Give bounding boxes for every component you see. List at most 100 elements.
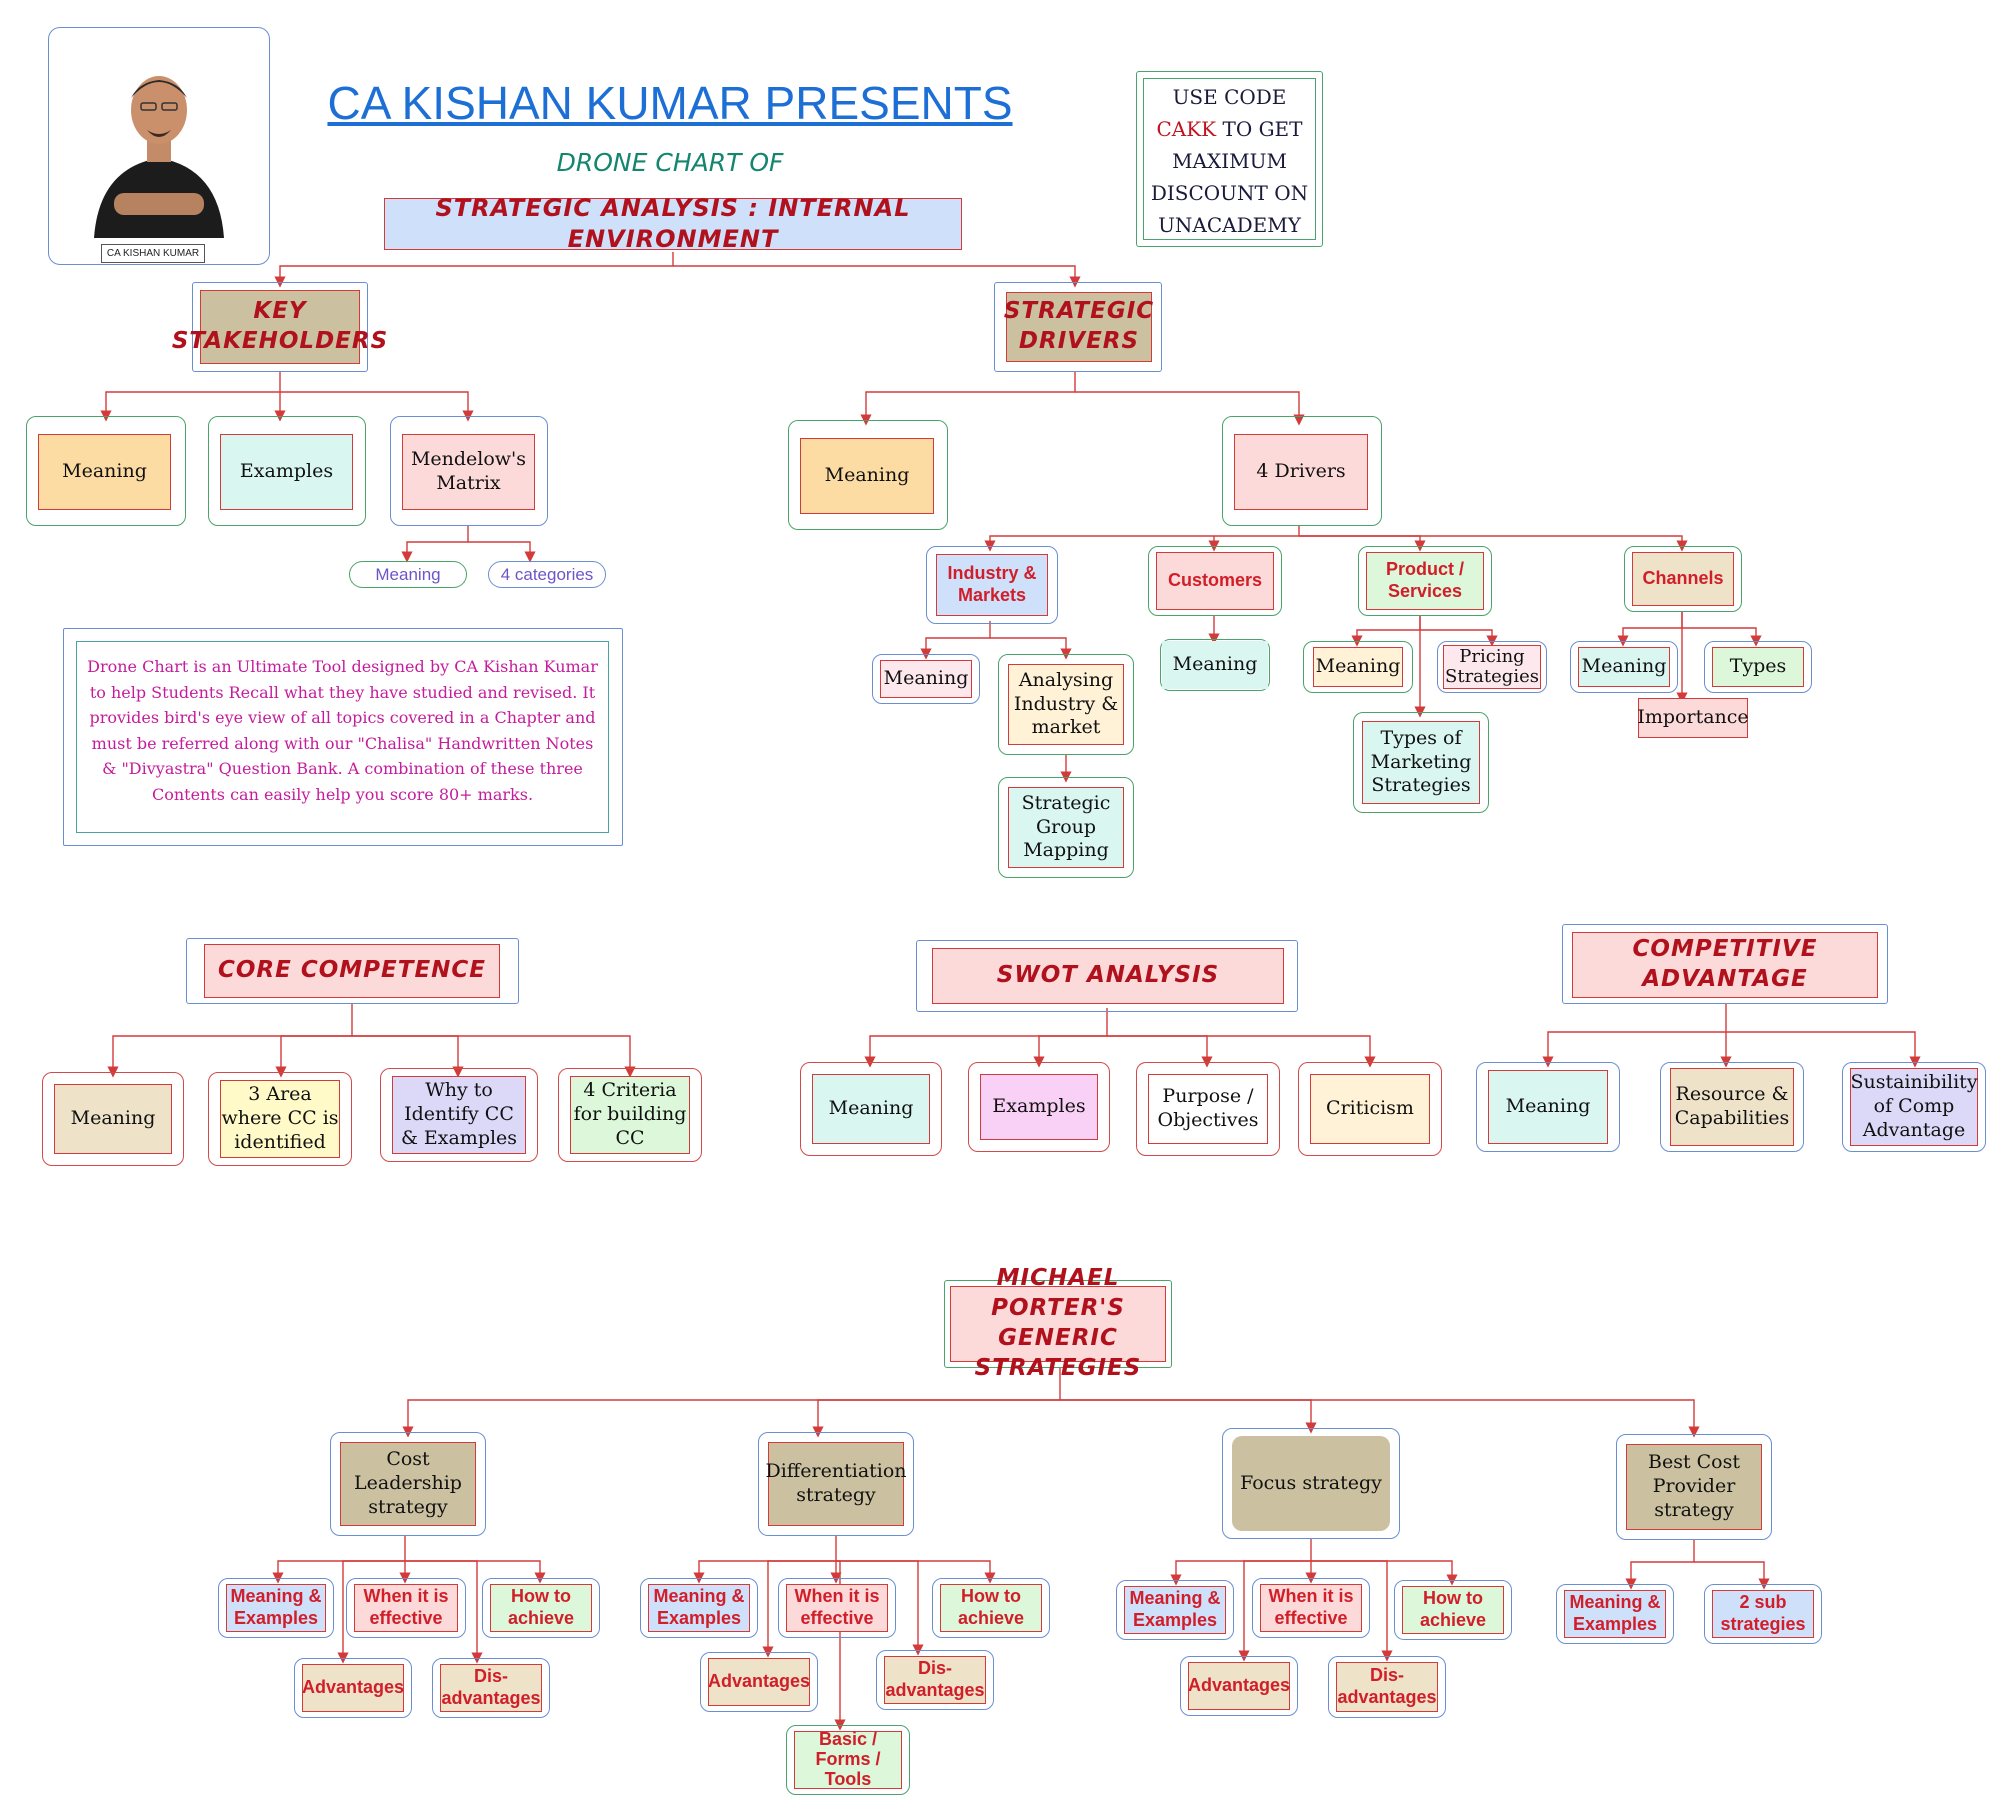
diff-adv-frame xyxy=(700,1652,818,1712)
mendelow-meaning: Meaning xyxy=(349,561,467,588)
driver-product-frame xyxy=(1358,546,1492,616)
main-topic-title: STRATEGIC ANALYSIS : INTERNAL ENVIRONMEN… xyxy=(384,194,962,253)
prod-meaning-frame xyxy=(1303,641,1413,693)
diff-meaning-frame xyxy=(640,1578,758,1638)
cost-how-frame xyxy=(482,1578,600,1638)
best-2-sub-strategies: 2 sub strategies xyxy=(1712,1590,1814,1638)
focus-how-frame xyxy=(1394,1580,1512,1640)
core-competence-title: CORE COMPETENCE xyxy=(204,944,500,998)
ca-sustain-frame xyxy=(1842,1062,1986,1152)
driver-product-services: Product / Services xyxy=(1366,552,1484,610)
driver-customers-frame xyxy=(1148,546,1282,616)
swot-meaning-frame xyxy=(800,1062,942,1156)
ind-meaning-frame xyxy=(872,654,980,704)
cost-how-achieve: How to achieve xyxy=(490,1584,592,1632)
best-sub-frame xyxy=(1704,1584,1822,1644)
ind-analysing-frame xyxy=(998,654,1134,755)
swot-criticism: Criticism xyxy=(1310,1074,1430,1144)
cost-adv-frame xyxy=(294,1658,412,1718)
product-types-marketing: Types of Marketing Strategies xyxy=(1362,721,1480,804)
description-frame: Drone Chart is an Ultimate Tool designed… xyxy=(63,628,623,846)
sd-4-drivers: 4 Drivers xyxy=(1234,434,1368,510)
focus-meaning-examples: Meaning & Examples xyxy=(1124,1586,1226,1634)
ks-meaning-frame xyxy=(26,416,186,526)
diff-advantages: Advantages xyxy=(708,1658,810,1706)
cc-why-frame xyxy=(380,1068,538,1162)
focus-when-effective: When it is effective xyxy=(1260,1584,1362,1632)
promo-line-3: MAXIMUM xyxy=(1172,149,1287,173)
ks-examples: Examples xyxy=(220,434,353,510)
focus-disadvantages: Dis-advantages xyxy=(1336,1662,1438,1712)
customers-meaning: Meaning xyxy=(1162,641,1268,689)
ca-meaning: Meaning xyxy=(1488,1070,1608,1144)
industry-meaning: Meaning xyxy=(880,660,972,698)
swot-title: SWOT ANALYSIS xyxy=(932,948,1284,1004)
driver-industry-markets: Industry & Markets xyxy=(936,554,1048,616)
promo-line-5: UNACADEMY xyxy=(1158,213,1301,237)
diff-disadvantages: Dis-advantages xyxy=(884,1656,986,1704)
cc-criteria-frame xyxy=(558,1068,702,1162)
porter-differentiation: Differentiation strategy xyxy=(765,1442,907,1526)
strategic-drivers-frame xyxy=(994,282,1162,372)
porter-best-cost: Best Cost Provider strategy xyxy=(1626,1444,1762,1530)
diff-disadv-frame xyxy=(876,1650,994,1710)
cc-why-identify: Why to Identify CC & Examples xyxy=(392,1076,526,1154)
sd-4-drivers-frame xyxy=(1222,416,1382,526)
industry-strategic-group-mapping: Strategic Group Mapping xyxy=(1008,787,1124,868)
diff-basic-forms-tools: Basic / Forms / Tools xyxy=(794,1729,902,1789)
page-title: CA KISHAN KUMAR PRESENTS xyxy=(327,77,1013,129)
mendelow-4-categories: 4 categories xyxy=(488,561,606,588)
driver-channels: Channels xyxy=(1632,552,1734,606)
porter-cost-leadership: Cost Leadership strategy xyxy=(340,1442,476,1526)
promo-box: USE CODE CAKK TO GET MAXIMUM DISCOUNT ON… xyxy=(1136,71,1323,247)
diff-when-effective: When it is effective xyxy=(786,1584,888,1632)
cc-meaning-frame xyxy=(42,1072,184,1166)
porter-title: MICHAEL PORTER'S GENERIC STRATEGIES xyxy=(950,1265,1166,1381)
swot-examples-frame xyxy=(968,1062,1110,1152)
cost-disadvantages: Dis-advantages xyxy=(440,1664,542,1712)
porter-best-frame xyxy=(1616,1434,1772,1540)
focus-adv-frame xyxy=(1180,1656,1298,1716)
product-meaning: Meaning xyxy=(1313,647,1403,687)
driver-channels-frame xyxy=(1624,546,1742,612)
focus-advantages: Advantages xyxy=(1188,1662,1290,1710)
swot-criticism-frame xyxy=(1298,1062,1442,1156)
swot-frame xyxy=(916,940,1298,1012)
cc-meaning: Meaning xyxy=(54,1084,172,1154)
product-pricing-strategies: Pricing Strategies xyxy=(1443,645,1541,689)
prod-pricing-frame xyxy=(1437,641,1547,693)
ca-meaning-frame xyxy=(1476,1062,1620,1152)
diff-meaning-examples: Meaning & Examples xyxy=(648,1584,750,1632)
porter-focus-frame xyxy=(1222,1428,1400,1539)
description-text: Drone Chart is an Ultimate Tool designed… xyxy=(76,641,609,833)
porter-frame xyxy=(944,1280,1172,1368)
cc-4-criteria: 4 Criteria for building CC xyxy=(570,1076,690,1154)
diff-how-achieve: How to achieve xyxy=(940,1584,1042,1632)
focus-when-frame xyxy=(1252,1578,1370,1638)
focus-how-achieve: How to achieve xyxy=(1402,1586,1504,1634)
promo-line-1: USE CODE xyxy=(1172,85,1287,109)
promo-code: CAKK xyxy=(1156,117,1217,141)
diff-when-frame xyxy=(778,1578,896,1638)
focus-disadv-frame xyxy=(1328,1656,1446,1718)
page-subtitle: DRONE CHART OF xyxy=(556,148,784,177)
core-competence-frame xyxy=(186,938,519,1004)
cost-disadv-frame xyxy=(432,1658,550,1718)
cc-3area-frame xyxy=(208,1072,352,1166)
driver-customers: Customers xyxy=(1156,552,1274,610)
cost-meaning-examples: Meaning & Examples xyxy=(226,1584,326,1632)
best-meaning-examples: Meaning & Examples xyxy=(1564,1590,1666,1638)
porter-focus: Focus strategy xyxy=(1232,1436,1390,1531)
cost-when-effective: When it is effective xyxy=(354,1584,458,1632)
ind-sgm-frame xyxy=(998,777,1134,878)
ks-examples-frame xyxy=(208,416,366,526)
presenter-photo xyxy=(59,48,259,238)
cust-meaning-frame xyxy=(1160,639,1270,691)
focus-meaning-frame xyxy=(1116,1580,1234,1640)
cost-meaning-frame xyxy=(218,1578,334,1638)
prod-types-frame xyxy=(1353,712,1489,813)
ca-resource-capabilities: Resource & Capabilities xyxy=(1670,1068,1794,1146)
strategic-drivers-title: STRATEGIC DRIVERS xyxy=(1004,292,1153,362)
key-stakeholders-frame xyxy=(192,282,368,372)
